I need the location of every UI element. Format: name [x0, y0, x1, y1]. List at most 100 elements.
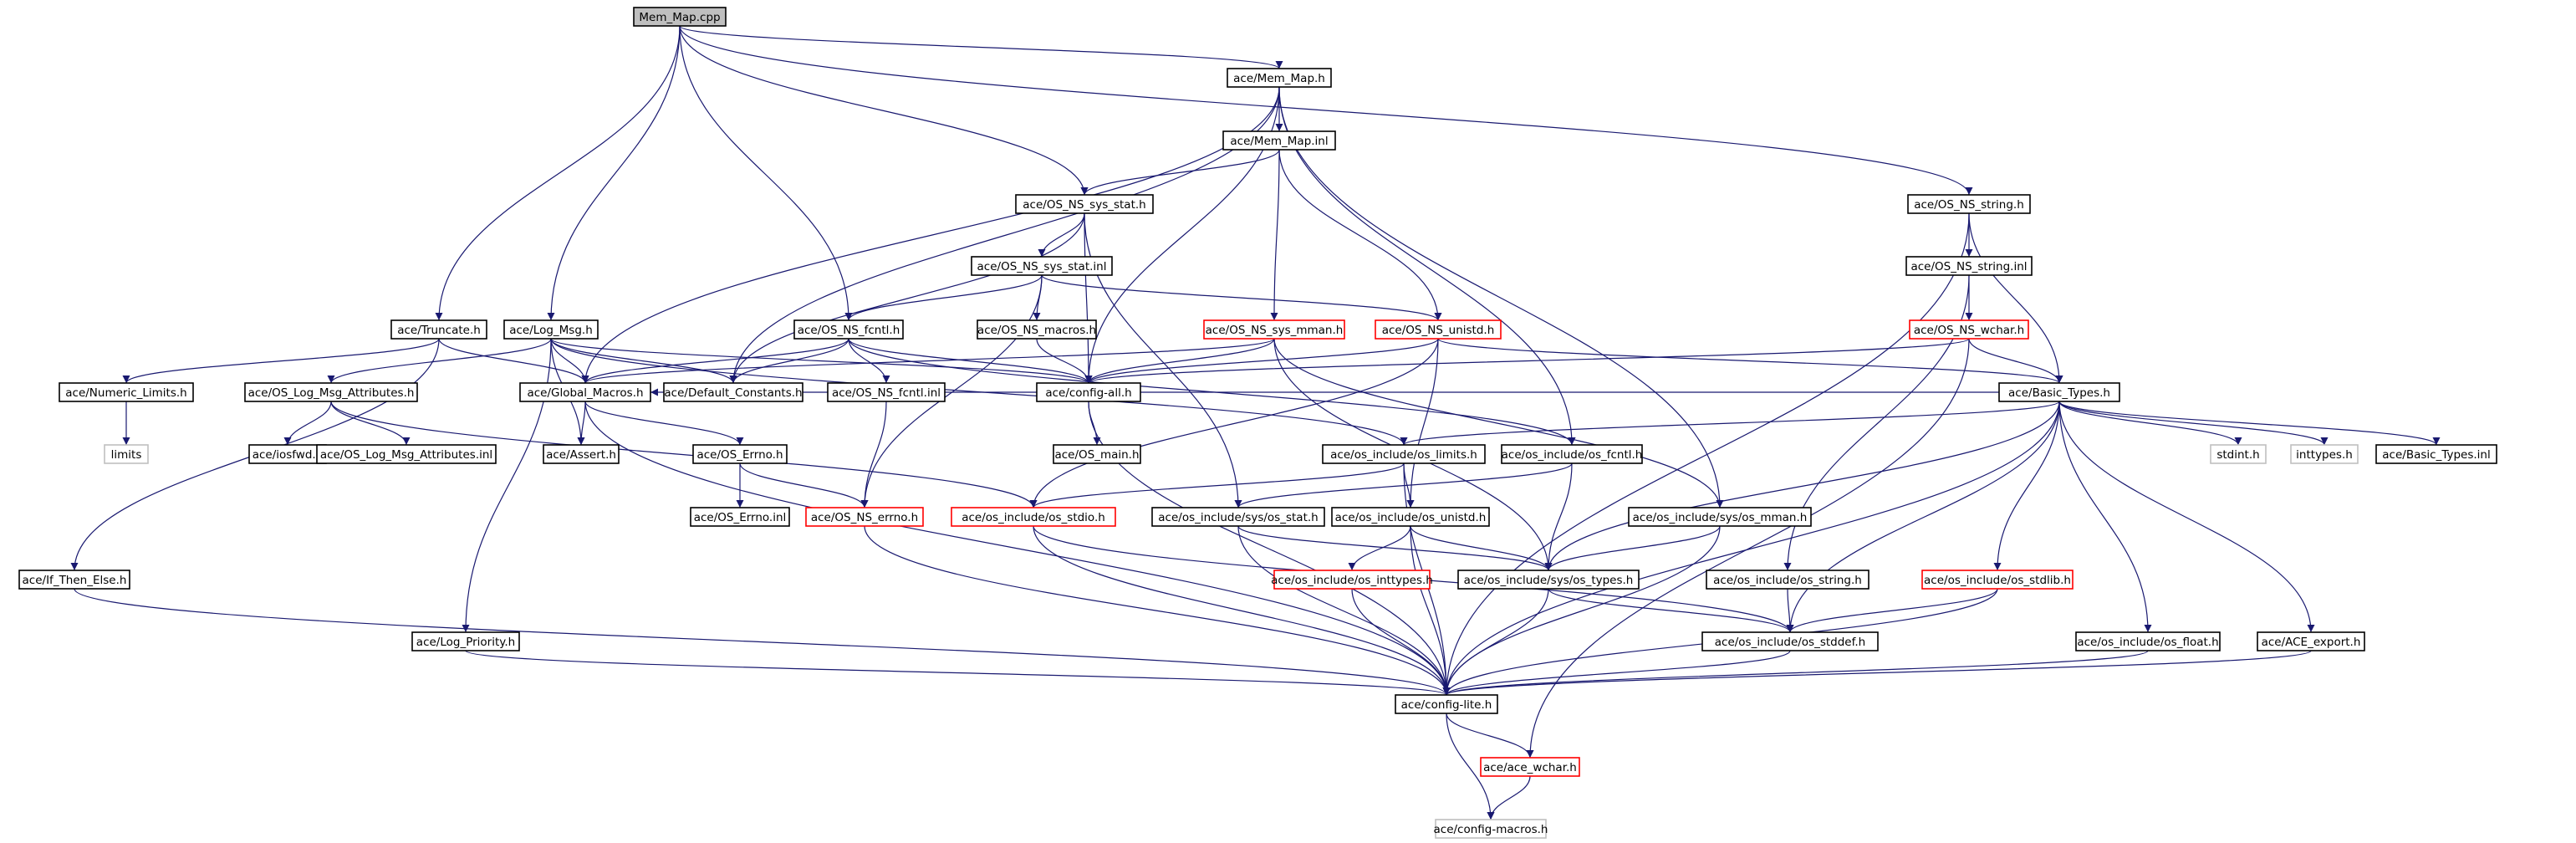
edge-os_ns_sys_stat_inl-to-os_ns_errno_h	[860, 274, 1043, 508]
node-os-include-os-stddef-h[interactable]: ace/os_include/os_stddef.h	[1701, 631, 1879, 651]
node-limits[interactable]: limits	[104, 444, 149, 464]
node-inttypes-h[interactable]: inttypes.h	[2290, 444, 2359, 464]
node-log-msg-h[interactable]: ace/Log_Msg.h	[503, 319, 599, 340]
node-os-ns-fcntl-inl[interactable]: ace/OS_NS_fcntl.inl	[827, 382, 946, 402]
node-os-include-os-inttypes-h[interactable]: ace/os_include/os_inttypes.h	[1271, 570, 1433, 590]
node-os-ns-sys-stat-inl[interactable]: ace/OS_NS_sys_stat.inl	[971, 256, 1113, 276]
edge-os_ns_sys_stat_h-to-config_all_h	[1084, 212, 1093, 384]
node-iosfwd-h[interactable]: ace/iosfwd.h	[248, 444, 327, 464]
edge-os_log_msg_attributes_h-to-iosfwd_h	[283, 401, 332, 446]
node-os-ns-macros-h[interactable]: ace/OS_NS_macros.h	[977, 319, 1097, 340]
node-label: ace/OS_NS_sys_stat.h	[1023, 198, 1145, 212]
node-os-include-os-float-h[interactable]: ace/os_include/os_float.h	[2075, 631, 2221, 651]
node-label: stdint.h	[2216, 448, 2259, 462]
edge-os_ns_fcntl_h-to-config_all_h	[848, 338, 1093, 384]
node-config-macros-h[interactable]: ace/config-macros.h	[1434, 819, 1548, 839]
node-box	[104, 444, 149, 464]
edge-os_ns_string_h-to-config_lite_h	[1442, 212, 1970, 696]
node-box	[411, 631, 520, 651]
edge-basic_types_h-to-os_include_sys_os_types_h	[1544, 401, 2060, 571]
node-mem-map-inl[interactable]: ace/Mem_Map.inl	[1222, 130, 1336, 151]
edge-mem_map_h-to-global_macros_h	[581, 86, 1280, 384]
edge-os_include_os_float_h-to-config_lite_h	[1442, 650, 2149, 696]
node-box	[244, 382, 418, 402]
node-box	[316, 444, 497, 464]
node-os-ns-sys-stat-h[interactable]: ace/OS_NS_sys_stat.h	[1015, 194, 1154, 214]
node-os-ns-string-h[interactable]: ace/OS_NS_string.h	[1907, 194, 2031, 214]
node-box	[827, 382, 946, 402]
node-label: ace/OS_NS_unistd.h	[1382, 324, 1495, 337]
node-label: ace/OS_main.h	[1054, 448, 1139, 462]
node-config-lite-h[interactable]: ace/config-lite.h	[1395, 694, 1498, 714]
edge-os_include_sys_os_types_h-to-os_include_os_stddef_h	[1548, 588, 1794, 633]
node-global-macros-h[interactable]: ace/Global_Macros.h	[519, 382, 651, 402]
node-os-ns-string-inl[interactable]: ace/OS_NS_string.inl	[1905, 256, 2033, 276]
node-label: ace/Mem_Map.h	[1233, 72, 1325, 85]
node-default-constants-h[interactable]: ace/Default_Constants.h	[663, 382, 803, 402]
node-mem-map-h[interactable]: ace/Mem_Map.h	[1227, 68, 1332, 88]
node-mem-map-cpp[interactable]: Mem_Map.cpp	[633, 7, 727, 27]
edge-basic_types_h-to-os_include_os_limits_h	[1400, 401, 2060, 446]
node-ace-export-h[interactable]: ace/ACE_export.h	[2257, 631, 2365, 651]
node-box	[1227, 68, 1332, 88]
node-os-ns-errno-h[interactable]: ace/OS_NS_errno.h	[805, 507, 924, 527]
node-stdint-h[interactable]: stdint.h	[2210, 444, 2267, 464]
node-os-main-h[interactable]: ace/OS_main.h	[1053, 444, 1141, 464]
edge-os_include_os_inttypes_h-to-config_lite_h	[1351, 588, 1451, 696]
node-label: ace/os_include/sys/os_stat.h	[1158, 511, 1318, 524]
edge-os_include_os_unistd_h-to-os_include_os_inttypes_h	[1348, 525, 1411, 571]
node-os-log-msg-attributes-h[interactable]: ace/OS_Log_Msg_Attributes.h	[244, 382, 418, 402]
node-os-include-os-limits-h[interactable]: ace/os_include/os_limits.h	[1322, 444, 1486, 464]
node-os-ns-unistd-h[interactable]: ace/OS_NS_unistd.h	[1375, 319, 1502, 340]
node-os-ns-fcntl-h[interactable]: ace/OS_NS_fcntl.h	[793, 319, 904, 340]
node-os-errno-inl[interactable]: ace/OS_Errno.inl	[690, 507, 790, 527]
node-box	[1701, 631, 1879, 651]
node-box	[503, 319, 599, 340]
node-ace-wchar-h[interactable]: ace/ace_wchar.h	[1480, 757, 1580, 777]
node-os-include-os-fcntl-h[interactable]: ace/os_include/os_fcntl.h	[1501, 444, 1643, 464]
node-os-include-sys-os-stat-h[interactable]: ace/os_include/sys/os_stat.h	[1151, 507, 1325, 527]
node-box	[1222, 130, 1336, 151]
node-label: ace/os_include/os_stdlib.h	[1924, 574, 2071, 587]
node-os-log-msg-attributes-inl[interactable]: ace/OS_Log_Msg_Attributes.inl	[316, 444, 497, 464]
node-label: ace/os_include/os_stdio.h	[962, 511, 1105, 524]
node-label: ace/ACE_export.h	[2262, 636, 2361, 649]
node-config-all-h[interactable]: ace/config-all.h	[1036, 382, 1141, 402]
node-os-include-os-unistd-h[interactable]: ace/os_include/os_unistd.h	[1331, 507, 1490, 527]
node-assert-h[interactable]: ace/Assert.h	[543, 444, 620, 464]
node-label: ace/config-lite.h	[1401, 698, 1492, 712]
node-label: ace/OS_Log_Msg_Attributes.h	[248, 386, 415, 400]
node-box	[663, 382, 803, 402]
node-os-ns-wchar-h[interactable]: ace/OS_NS_wchar.h	[1909, 319, 2029, 340]
node-layer: Mem_Map.cpp ace/Mem_Map.h ace/Mem_Map.inla…	[18, 7, 2497, 839]
node-truncate-h[interactable]: ace/Truncate.h	[390, 319, 487, 340]
node-box	[1375, 319, 1502, 340]
node-numeric-limits-h[interactable]: ace/Numeric_Limits.h	[59, 382, 194, 402]
node-log-priority-h[interactable]: ace/Log_Priority.h	[411, 631, 520, 651]
node-label: ace/OS_NS_sys_stat.inl	[977, 260, 1107, 273]
node-box	[1706, 570, 1870, 590]
node-box	[2075, 631, 2221, 651]
node-label: ace/Log_Msg.h	[509, 324, 593, 337]
node-basic-types-inl[interactable]: ace/Basic_Types.inl	[2375, 444, 2497, 464]
node-os-errno-h[interactable]: ace/OS_Errno.h	[692, 444, 788, 464]
node-box	[1151, 507, 1325, 527]
node-os-include-sys-os-types-h[interactable]: ace/os_include/sys/os_types.h	[1457, 570, 1640, 590]
node-label: limits	[111, 448, 142, 462]
node-label: ace/os_include/os_inttypes.h	[1271, 574, 1433, 587]
node-label: ace/os_include/os_stddef.h	[1715, 636, 1865, 649]
node-os-include-os-stdlib-h[interactable]: ace/os_include/os_stdlib.h	[1921, 570, 2074, 590]
node-label: ace/OS_NS_string.h	[1914, 198, 2024, 212]
node-label: ace/iosfwd.h	[252, 448, 324, 462]
node-box	[1395, 694, 1498, 714]
node-os-include-os-stdio-h[interactable]: ace/os_include/os_stdio.h	[951, 507, 1116, 527]
node-basic-types-h[interactable]: ace/Basic_Types.h	[1998, 382, 2120, 402]
node-os-include-sys-os-mman-h[interactable]: ace/os_include/sys/os_mman.h	[1628, 507, 1812, 527]
node-os-include-os-string-h[interactable]: ace/os_include/os_string.h	[1706, 570, 1870, 590]
edge-mem_map_cpp-to-os_ns_string_h	[679, 25, 1973, 196]
node-if-then-else-h[interactable]: ace/If_Then_Else.h	[18, 570, 130, 590]
node-os-ns-sys-mman-h[interactable]: ace/OS_NS_sys_mman.h	[1203, 319, 1345, 340]
edge-os_ns_sys_stat_h-to-default_constants_h	[729, 212, 1085, 384]
node-box	[519, 382, 651, 402]
edge-os_ns_unistd_h-to-basic_types_h	[1437, 338, 2063, 384]
